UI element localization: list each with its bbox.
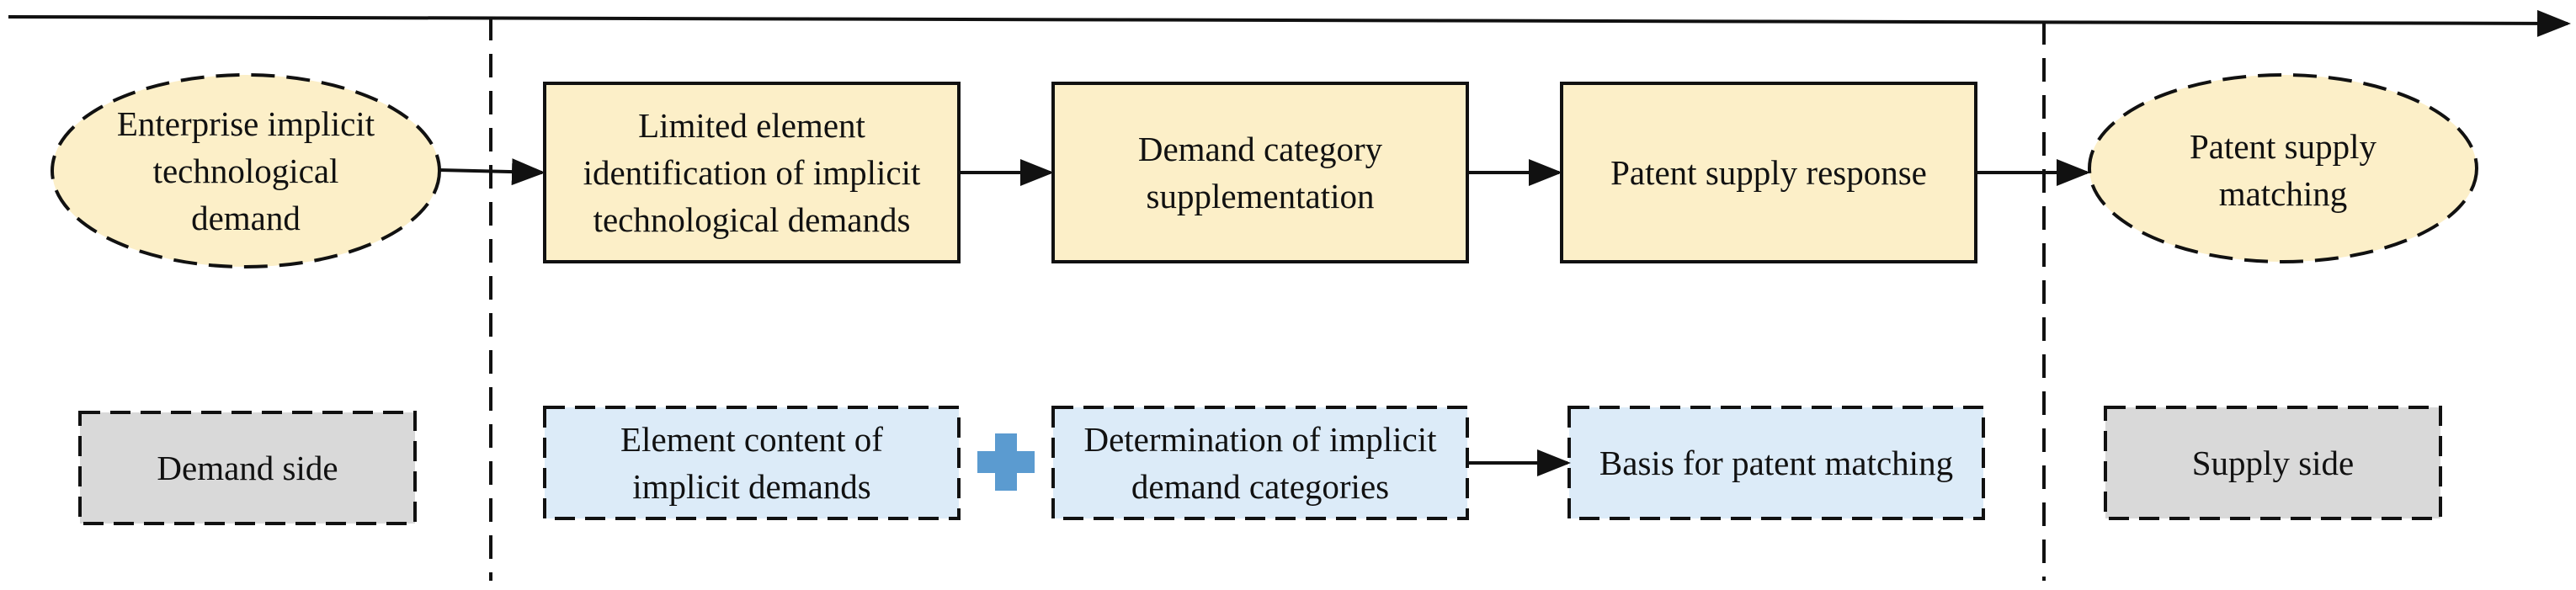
demand-category-label: Demand category supplementation [1137, 130, 1383, 215]
enterprise-demand-label: Enterprise implicit technological demand [116, 104, 375, 237]
supply-side-label: Supply side [2191, 444, 2355, 482]
element-content-box [543, 406, 961, 520]
patent-response-label: Patent supply response [1610, 153, 1927, 192]
plus-icon [977, 433, 1035, 491]
determination-label: Determination of implicit demand categor… [1083, 420, 1437, 506]
determination-box [1051, 406, 1469, 520]
demand-side-box [78, 411, 417, 525]
limited-element-label: Limited element identification of implic… [583, 106, 921, 239]
limited-element-box [543, 82, 961, 263]
supply-side-box [2104, 406, 2442, 520]
arrow-demand-to-element [439, 158, 546, 186]
element-content-label: Element content of implicit demands [620, 420, 883, 506]
basis-label: Basis for patent matching [1599, 444, 1954, 482]
timeline-axis-arrow [8, 9, 2571, 37]
demand-side-label: Demand side [157, 449, 338, 487]
basis-box [1567, 406, 1985, 520]
demand-category-box [1051, 82, 1469, 263]
patent-matching-label: Patent supply matching [2189, 127, 2377, 213]
